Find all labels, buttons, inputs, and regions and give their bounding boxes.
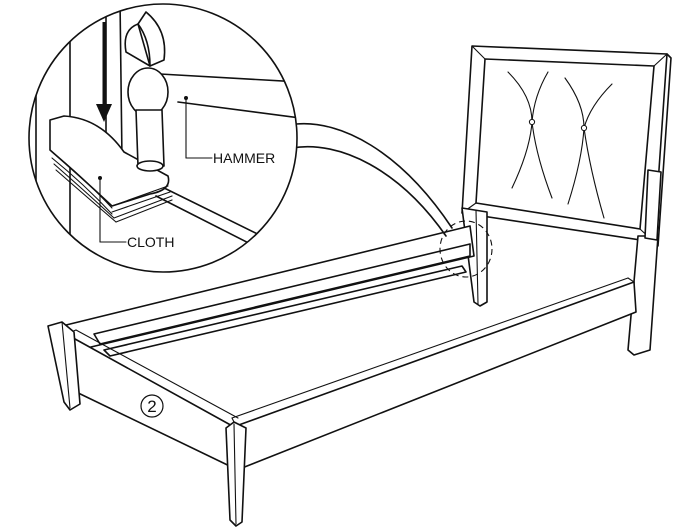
magnified-detail — [28, 3, 298, 273]
hammer-callout: HAMMER — [184, 96, 275, 166]
foot-leg-right — [225, 421, 247, 527]
hammer-label: HAMMER — [213, 150, 275, 166]
magnifier-leader-lower — [291, 146, 447, 237]
headboard — [461, 45, 672, 247]
foot-leg-left — [47, 321, 81, 411]
center-slat-rail — [103, 265, 467, 357]
magnifier-leader-upper — [295, 122, 453, 229]
headboard-leg-right — [627, 169, 662, 356]
step-number: 2 — [147, 397, 156, 416]
cloth-callout: CLOTH — [98, 176, 174, 250]
detail-marker-circle — [439, 220, 493, 278]
cloth-label: CLOTH — [127, 234, 174, 250]
step-number-badge: 2 — [140, 394, 164, 418]
